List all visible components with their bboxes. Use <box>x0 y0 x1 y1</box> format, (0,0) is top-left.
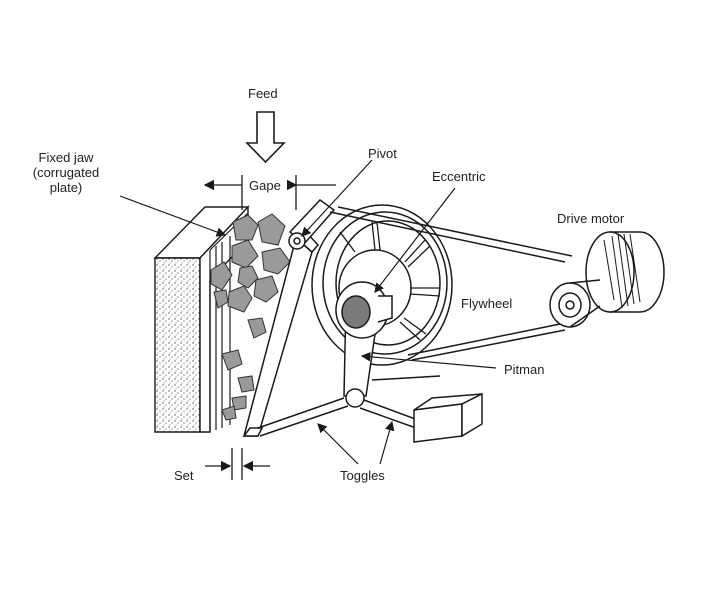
set-dimension <box>205 448 270 480</box>
leader-lines <box>119 159 497 465</box>
eccentric-leader <box>374 187 456 293</box>
eccentric-label: Eccentric <box>432 169 486 184</box>
toggles <box>257 375 441 437</box>
pivot-leader <box>301 159 373 237</box>
gape-dimension <box>203 175 336 210</box>
drive-belt <box>329 206 573 361</box>
pivot <box>288 199 336 250</box>
pivot-label: Pivot <box>368 146 397 161</box>
tension-block <box>413 392 483 443</box>
flywheel <box>311 204 453 366</box>
rock-feed <box>210 213 291 421</box>
feed-label: Feed <box>248 86 278 101</box>
toggle-leader-2 <box>379 420 395 465</box>
gape-label: Gape <box>249 178 281 193</box>
flywheel-spokes <box>339 221 441 341</box>
eccentric <box>335 281 393 339</box>
toggle-leader-1 <box>317 423 359 465</box>
pitman-label: Pitman <box>504 362 545 377</box>
set-label: Set <box>174 468 194 483</box>
drive-motor-fins <box>603 233 641 309</box>
toggles-label: Toggles <box>340 468 385 483</box>
drive-motor <box>549 231 665 328</box>
flywheel-label: Flywheel <box>461 296 513 311</box>
fixed-jaw-label: Fixed jaw (corrugated plate) <box>32 150 100 195</box>
drive-motor-label: Drive motor <box>557 211 625 226</box>
feed-arrow <box>245 111 286 164</box>
corrugated-plate <box>209 212 249 432</box>
pitman-leader <box>360 351 497 369</box>
fixed-jaw-leader <box>119 195 227 237</box>
